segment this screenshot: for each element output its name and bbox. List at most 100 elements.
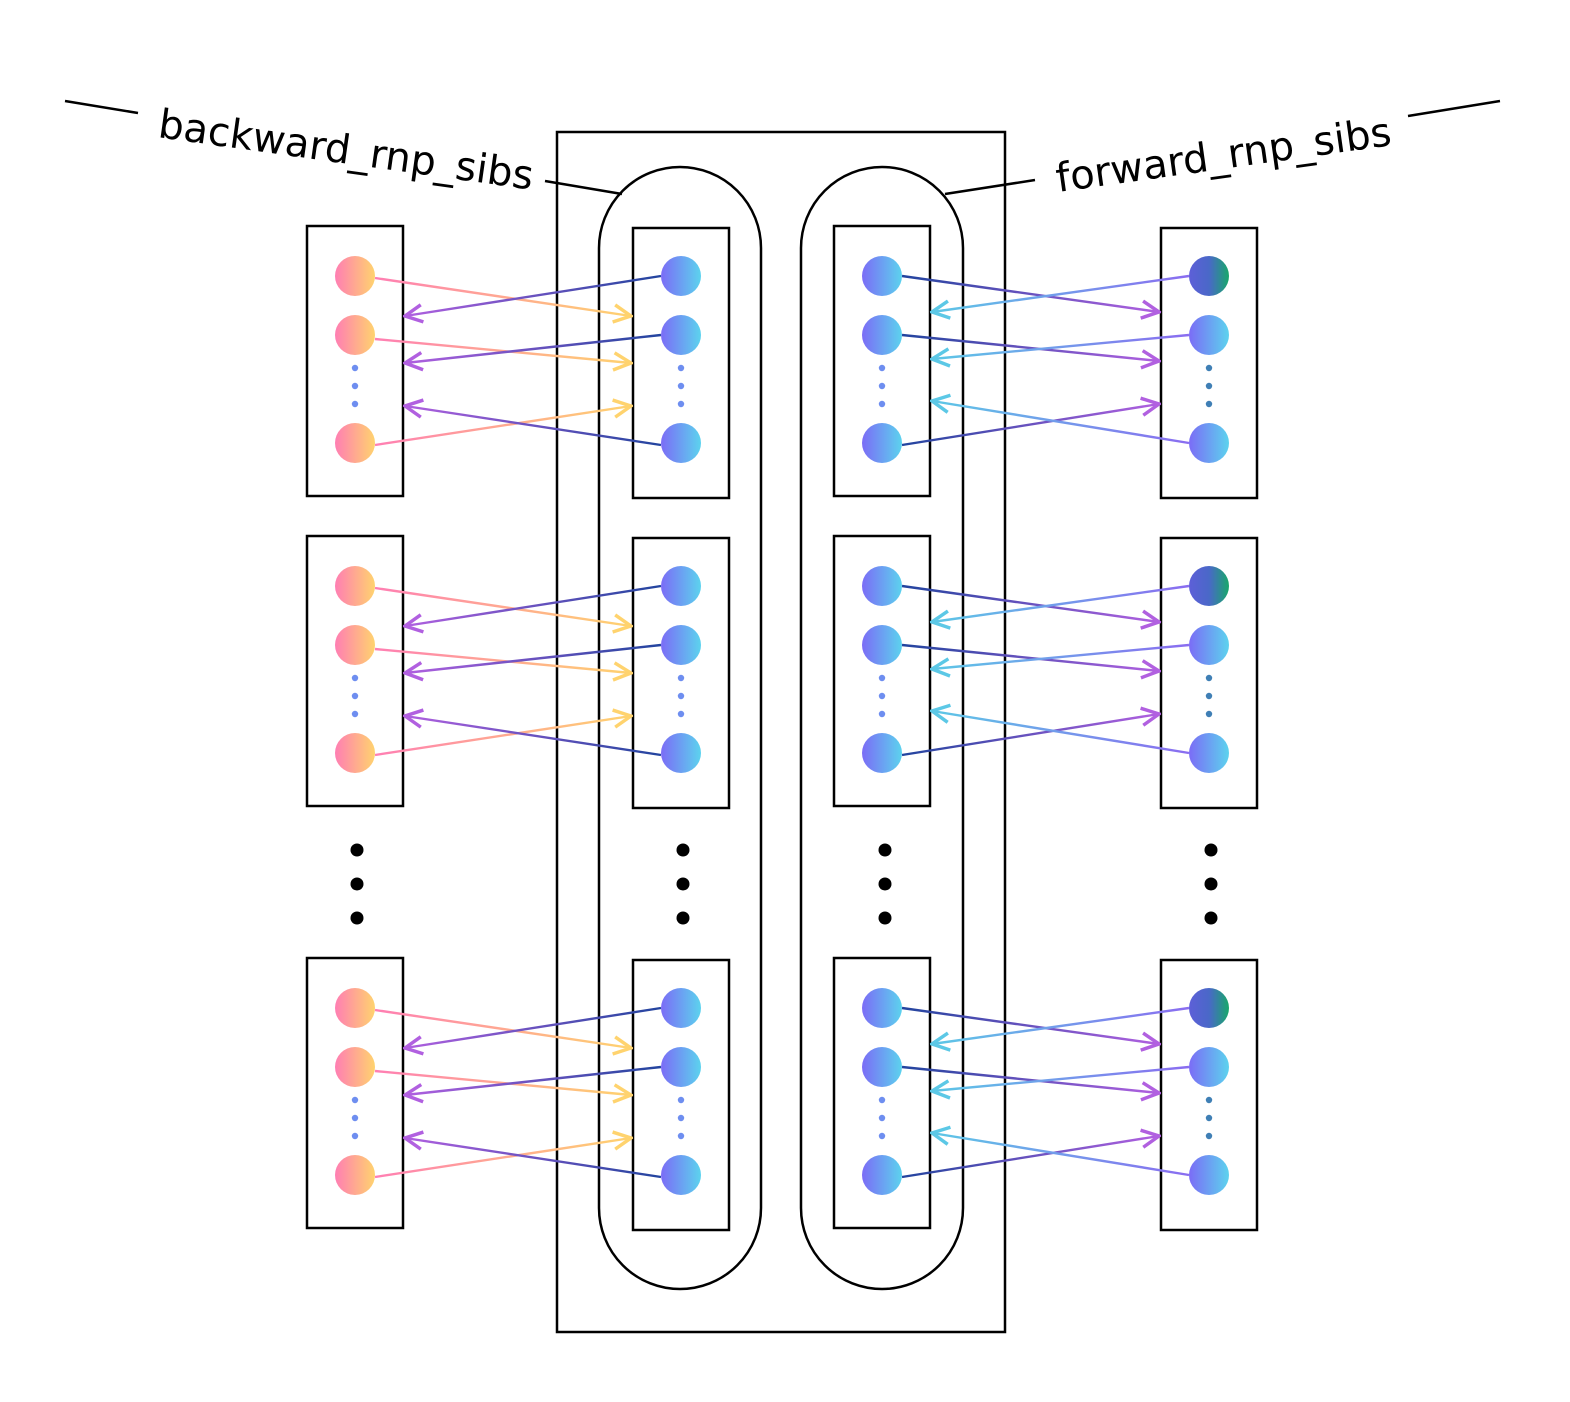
edge-left-to-backward [374, 276, 631, 316]
forward-node [862, 1047, 902, 1087]
right-node [1189, 566, 1229, 606]
ellipsis-dot [677, 400, 685, 408]
ellipsis-dot [677, 692, 685, 700]
backward-node [661, 733, 701, 773]
edge-forward-to-right [901, 274, 1159, 312]
nodes [335, 988, 1229, 1195]
edge-backward-to-left [405, 333, 662, 363]
forward-node [862, 733, 902, 773]
right-node [1189, 256, 1229, 296]
ellipsis-dot [351, 364, 359, 372]
edge-left-to-backward [374, 1008, 631, 1048]
ellipsis-dot [878, 400, 886, 408]
backward-node [661, 315, 701, 355]
edge-backward-to-left [405, 1006, 662, 1048]
group-ellipsis-dot [878, 843, 892, 857]
left-node [335, 988, 375, 1028]
edge-forward-to-right [901, 1065, 1159, 1093]
ellipsis-dot [351, 1096, 359, 1104]
edge-backward-to-left [405, 716, 662, 757]
ellipsis-dot [351, 400, 359, 408]
ellipsis-dot [1205, 710, 1213, 718]
edge-backward-to-left [405, 1065, 662, 1095]
ellipsis-dot [677, 1132, 685, 1140]
backward-node [661, 423, 701, 463]
ellipsis-dot [878, 382, 886, 390]
ellipsis-dot [1205, 674, 1213, 682]
edges [374, 584, 1190, 757]
edge-right-to-forward [932, 1133, 1190, 1177]
right-node [1189, 625, 1229, 665]
ellipsis-dot [878, 1114, 886, 1122]
right-node [1189, 423, 1229, 463]
nodes [335, 566, 1229, 773]
forward-node [862, 1155, 902, 1195]
ellipsis-dot [1205, 382, 1213, 390]
group-ellipsis-dot [1204, 843, 1218, 857]
edge-forward-to-right [901, 584, 1159, 622]
edges [374, 1006, 1190, 1179]
ellipsis-dot [1205, 1114, 1213, 1122]
forward-leader-right [1407, 99, 1501, 118]
edge-right-to-forward [932, 711, 1190, 755]
edge-backward-to-left [405, 643, 662, 673]
group-ellipsis-dot [676, 911, 690, 925]
left-node [335, 315, 375, 355]
edge-left-to-backward [374, 1069, 631, 1095]
edges [374, 274, 1190, 447]
left-node [335, 1047, 375, 1087]
edge-right-to-forward [932, 1006, 1190, 1044]
right-node [1189, 315, 1229, 355]
edge-forward-to-right [901, 1136, 1159, 1179]
backward-node [661, 256, 701, 296]
group-ellipsis-dot [1204, 911, 1218, 925]
ellipsis-dot [677, 1096, 685, 1104]
group-1 [305, 224, 1259, 500]
forward-node [862, 988, 902, 1028]
group-ellipsis-dot [350, 843, 364, 857]
left-node [335, 1155, 375, 1195]
node-groups [305, 224, 1259, 1232]
group-ellipsis-dot [676, 843, 690, 857]
group-ellipsis-dot [350, 877, 364, 891]
forward-node [862, 566, 902, 606]
right-node [1189, 988, 1229, 1028]
ellipsis-dot [351, 382, 359, 390]
ellipsis-dot [351, 674, 359, 682]
ellipsis-dot [878, 692, 886, 700]
right-node [1189, 1155, 1229, 1195]
ellipsis-dot [677, 674, 685, 682]
group-ellipsis-dot [878, 911, 892, 925]
edge-right-to-forward [932, 643, 1190, 669]
edge-right-to-forward [932, 274, 1190, 312]
inner-ellipsis [351, 364, 1213, 408]
edge-backward-to-left [405, 406, 662, 447]
forward-node [862, 423, 902, 463]
edge-left-to-backward [374, 1138, 631, 1179]
forward-node [862, 256, 902, 296]
backward-node [661, 1155, 701, 1195]
forward-capsule [799, 165, 965, 1291]
ellipsis-dot [351, 1132, 359, 1140]
forward-label: forward_rnp_sibs [1053, 109, 1394, 202]
left-node [335, 733, 375, 773]
backward-capsule [597, 165, 763, 1291]
group-2 [305, 534, 1259, 810]
group-ellipses [350, 843, 1218, 925]
edge-left-to-backward [374, 337, 631, 363]
backward-label: backward_rnp_sibs [156, 101, 537, 199]
ellipsis-dot [677, 382, 685, 390]
edge-right-to-forward [932, 1065, 1190, 1091]
group-ellipsis-dot [878, 877, 892, 891]
edge-forward-to-right [901, 643, 1159, 671]
right-node [1189, 733, 1229, 773]
ellipsis-dot [351, 710, 359, 718]
ellipsis-dot [1205, 364, 1213, 372]
edge-right-to-forward [932, 584, 1190, 622]
nodes [335, 256, 1229, 463]
ellipsis-dot [878, 364, 886, 372]
edge-forward-to-right [901, 714, 1159, 757]
edge-left-to-backward [374, 647, 631, 673]
left-node [335, 423, 375, 463]
